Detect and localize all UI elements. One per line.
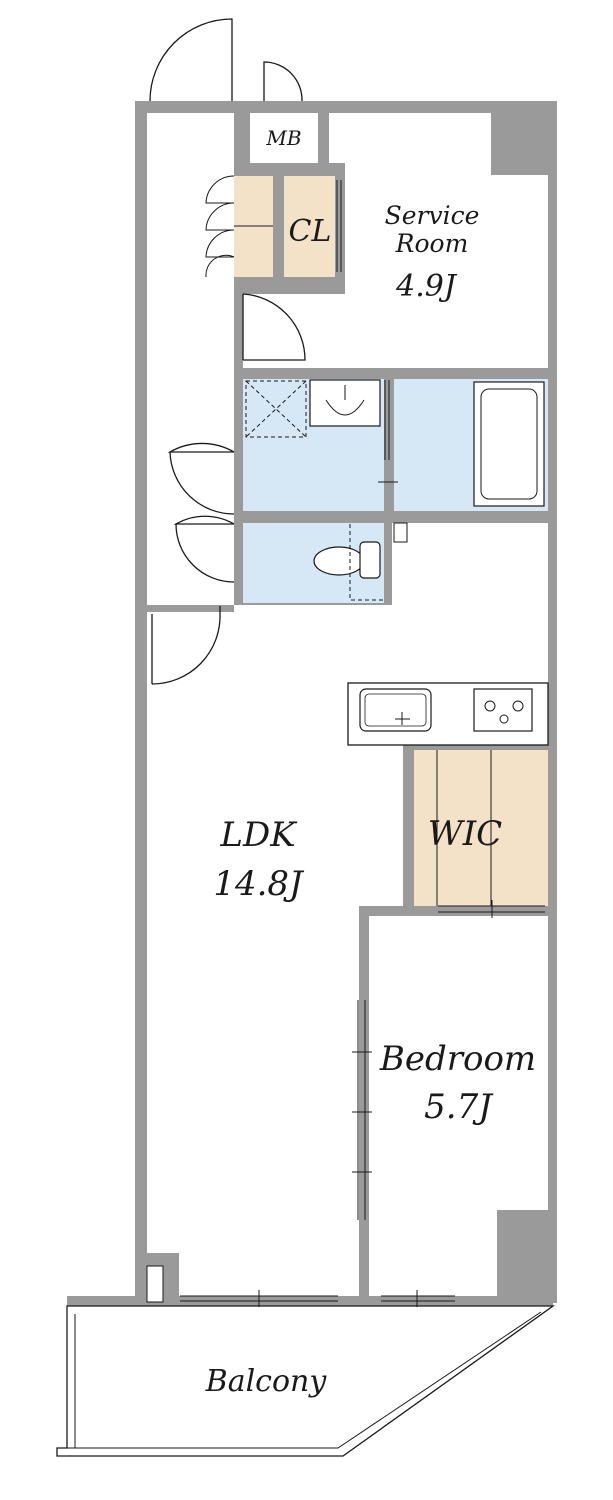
service-room-label-line1: Service: [385, 201, 480, 230]
cl-label: CL: [289, 214, 332, 249]
counter: [347, 682, 549, 746]
toilet-tank: [359, 541, 381, 579]
bedroom-sliding-door: [352, 1000, 372, 1220]
ldk-size: 14.8J: [213, 864, 305, 904]
bedroom-label: Bedroom: [379, 1039, 536, 1079]
burner-icon: [512, 700, 524, 712]
mb-door-swing: [263, 61, 303, 102]
service-room-size: 4.9J: [395, 269, 458, 304]
doors: [149, 18, 545, 1307]
wic-label: WIC: [428, 814, 502, 854]
cooktop: [473, 688, 533, 732]
closet-door-swing: [205, 175, 235, 278]
service-room-floor: [243, 113, 548, 368]
bathtub-inner: [480, 388, 538, 500]
toilet-door-swing-arc: [173, 515, 235, 583]
faucet-icon: [395, 712, 410, 725]
washbasin-bowl: [325, 399, 365, 416]
corridor-floor: [147, 113, 234, 605]
column-shaft: [146, 1265, 164, 1303]
balcony: [56, 1305, 556, 1457]
bedroom-window: [381, 1290, 455, 1307]
washbasin: [309, 379, 381, 427]
bathtub: [473, 381, 545, 507]
balcony-rail: [62, 1311, 542, 1449]
bath-fixtures: [245, 379, 545, 601]
service-room-label-line2: Room: [395, 229, 469, 258]
balcony-label: Balcony: [205, 1364, 328, 1399]
closet-right: [284, 176, 335, 277]
burner-icon: [499, 714, 509, 724]
bedroom-size: 5.7J: [424, 1087, 494, 1127]
ldk-door-swing: [151, 606, 221, 685]
wic-shelf-lines: [436, 750, 492, 906]
bedroom-floor: [369, 916, 548, 1296]
wic-floor: [414, 750, 548, 906]
pipe-shaft: [393, 522, 408, 543]
burner-icon: [484, 700, 496, 712]
bath-sliding-door: [378, 380, 398, 483]
entry-door-swing: [149, 18, 233, 102]
toilet-door-swing: [349, 524, 383, 601]
mb-label: MB: [265, 126, 301, 150]
sink-inner: [364, 693, 427, 727]
sink-basin: [359, 688, 432, 732]
ldk-window: [180, 1290, 338, 1307]
washing-machine-pan: [245, 380, 307, 438]
closet-right-door: [336, 180, 342, 272]
mb-floor: [250, 113, 318, 163]
kitchen-counter: [347, 682, 549, 746]
washroom-door-swing: [167, 442, 235, 515]
toilet-bowl: [313, 546, 365, 576]
ldk-label: LDK: [219, 815, 298, 855]
service-door-swing: [242, 293, 306, 361]
